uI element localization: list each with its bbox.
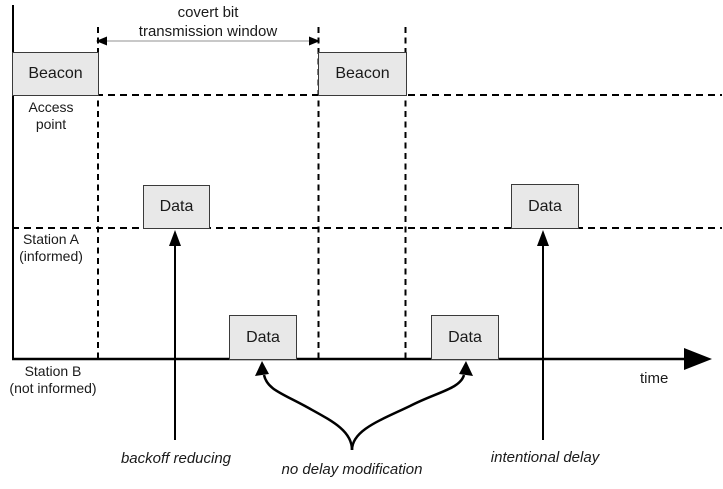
backoff-reducing-label: backoff reducing (120, 450, 232, 467)
station-a-label: Station A (informed) (5, 231, 97, 265)
station-a-data-box-1: Data (143, 185, 210, 229)
station-b-label: Station B (not informed) (2, 363, 104, 397)
up-arrowhead-icon (459, 361, 473, 376)
no-delay-modification-label: no delay modification (281, 461, 423, 478)
station-a-label-line1: Station A (22, 231, 80, 247)
covert-window-label-line2: transmission window (138, 23, 278, 40)
station-a-data-box-1-label: Data (159, 198, 194, 215)
access-point-label-line1: Access (28, 99, 74, 115)
station-a-data-box-2: Data (511, 184, 579, 229)
station-a-label-line2: (informed) (19, 248, 83, 264)
station-b-label-line1: Station B (24, 363, 82, 379)
up-arrowhead-icon (537, 230, 549, 246)
intentional-delay-arrow (537, 230, 549, 440)
time-axis (12, 348, 712, 370)
backoff-arrow (169, 230, 181, 440)
left-arrowhead-icon (96, 36, 107, 46)
up-arrowhead-icon (169, 230, 181, 246)
right-arrowhead-icon (309, 36, 320, 46)
covert-window-label-line1: covert bit (177, 4, 239, 21)
station-b-data-box-1-label: Data (246, 328, 280, 346)
up-arrowhead-icon (255, 361, 269, 376)
time-axis-label: time (640, 370, 669, 387)
station-b-data-box-2-label: Data (448, 328, 482, 346)
beacon-box-1: Beacon (12, 52, 99, 96)
station-b-label-line2: (not informed) (9, 380, 97, 396)
time-axis-arrowhead-icon (684, 348, 712, 370)
access-point-label-line2: point (35, 116, 67, 132)
covert-window-label: covert bit transmission window (88, 3, 328, 41)
beacon-box-2-label: Beacon (335, 65, 390, 82)
station-b-data-box-1: Data (229, 315, 297, 360)
station-a-data-box-2-label: Data (528, 197, 562, 215)
beacon-box-1-label: Beacon (28, 65, 83, 82)
station-b-data-box-2: Data (431, 315, 499, 360)
covert-window-arrow (96, 36, 320, 46)
intentional-delay-label: intentional delay (490, 449, 600, 466)
beacon-box-2: Beacon (318, 52, 407, 96)
no-delay-brace-arrow (255, 361, 473, 451)
access-point-label: Access point (12, 99, 90, 133)
